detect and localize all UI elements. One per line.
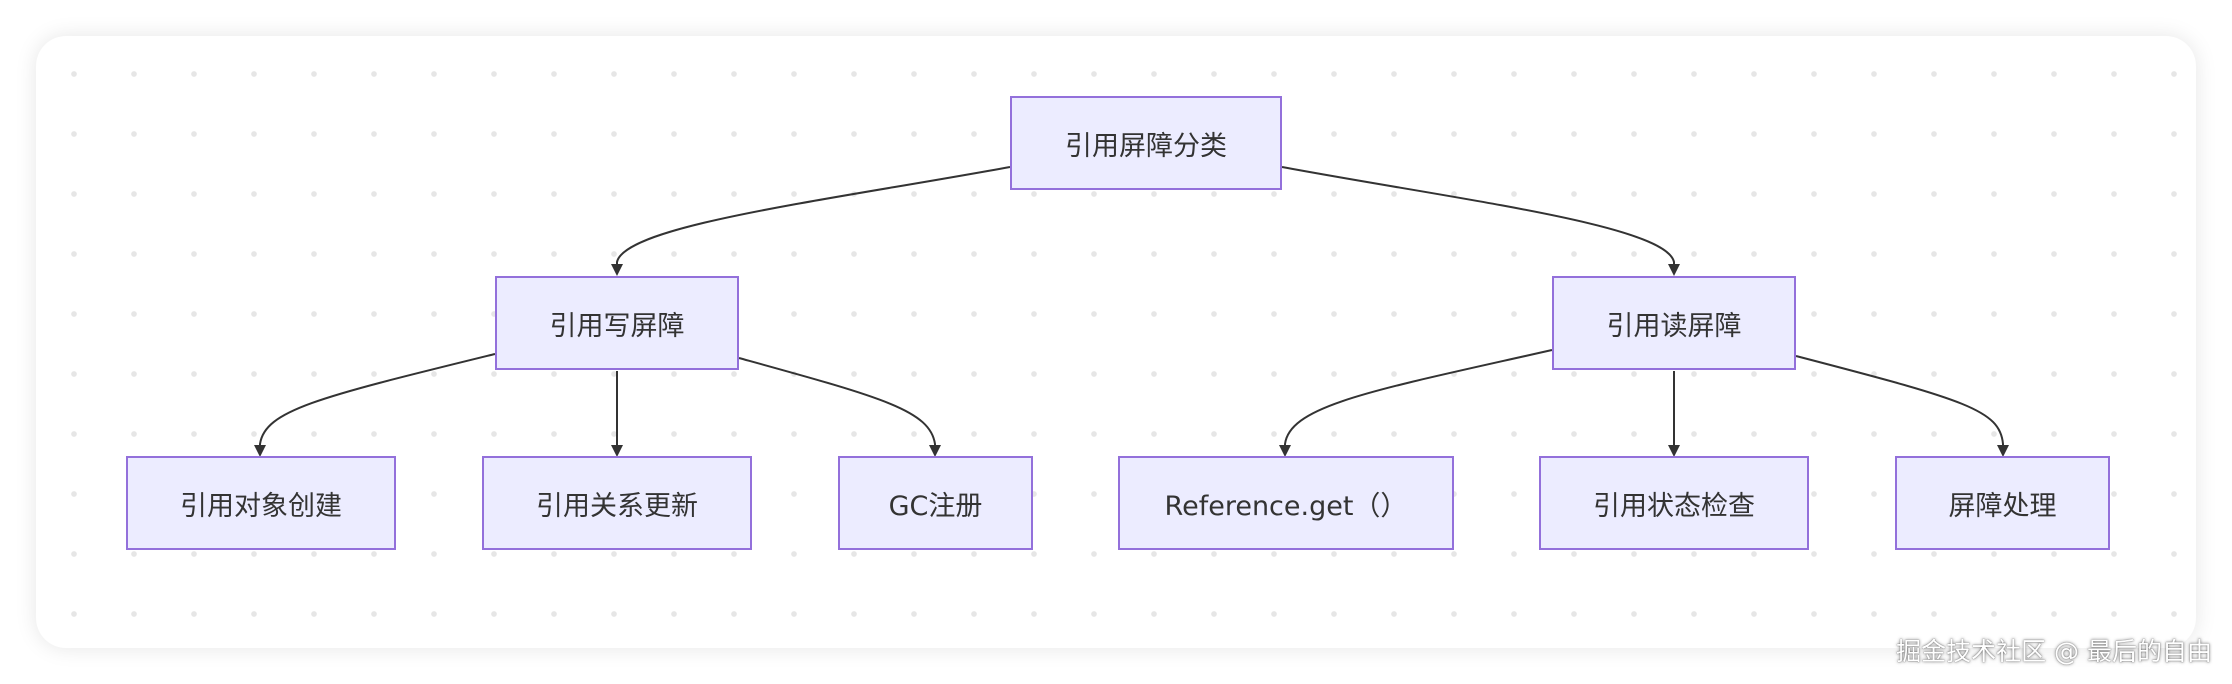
node-barrier-handle-label: 屏障处理 bbox=[1948, 490, 2057, 522]
node-gc-register: GC注册 bbox=[838, 456, 1033, 550]
node-ref-get: Reference.get（） bbox=[1118, 456, 1454, 550]
edge-root-to-write-barrier bbox=[611, 166, 1011, 276]
node-root-label: 引用屏障分类 bbox=[1065, 130, 1227, 162]
node-read-barrier: 引用读屏障 bbox=[1552, 276, 1796, 370]
node-write-barrier-label: 引用写屏障 bbox=[549, 310, 685, 342]
node-ref-state-check-label: 引用状态检查 bbox=[1593, 490, 1755, 522]
node-ref-update: 引用关系更新 bbox=[482, 456, 752, 550]
edge-write-barrier-to-gc-register bbox=[738, 357, 941, 457]
node-ref-create-label: 引用对象创建 bbox=[180, 490, 342, 522]
node-gc-register-label: GC注册 bbox=[888, 490, 983, 522]
watermark-text: 掘金技术社区 @ 最后的自由 bbox=[1896, 637, 2212, 666]
node-barrier-handle: 屏障处理 bbox=[1895, 456, 2110, 550]
edge-read-barrier-to-ref-get bbox=[1279, 349, 1553, 457]
node-read-barrier-label: 引用读屏障 bbox=[1606, 310, 1742, 342]
node-write-barrier: 引用写屏障 bbox=[495, 276, 739, 370]
node-ref-state-check: 引用状态检查 bbox=[1539, 456, 1809, 550]
node-ref-create: 引用对象创建 bbox=[126, 456, 396, 550]
node-ref-update-label: 引用关系更新 bbox=[536, 490, 698, 522]
edge-root-to-read-barrier bbox=[1281, 166, 1680, 276]
edge-read-barrier-to-barrier-handle bbox=[1795, 355, 2009, 457]
node-root: 引用屏障分类 bbox=[1010, 96, 1282, 190]
edge-write-barrier-to-ref-create bbox=[254, 353, 496, 457]
node-ref-get-label: Reference.get（） bbox=[1164, 490, 1408, 522]
